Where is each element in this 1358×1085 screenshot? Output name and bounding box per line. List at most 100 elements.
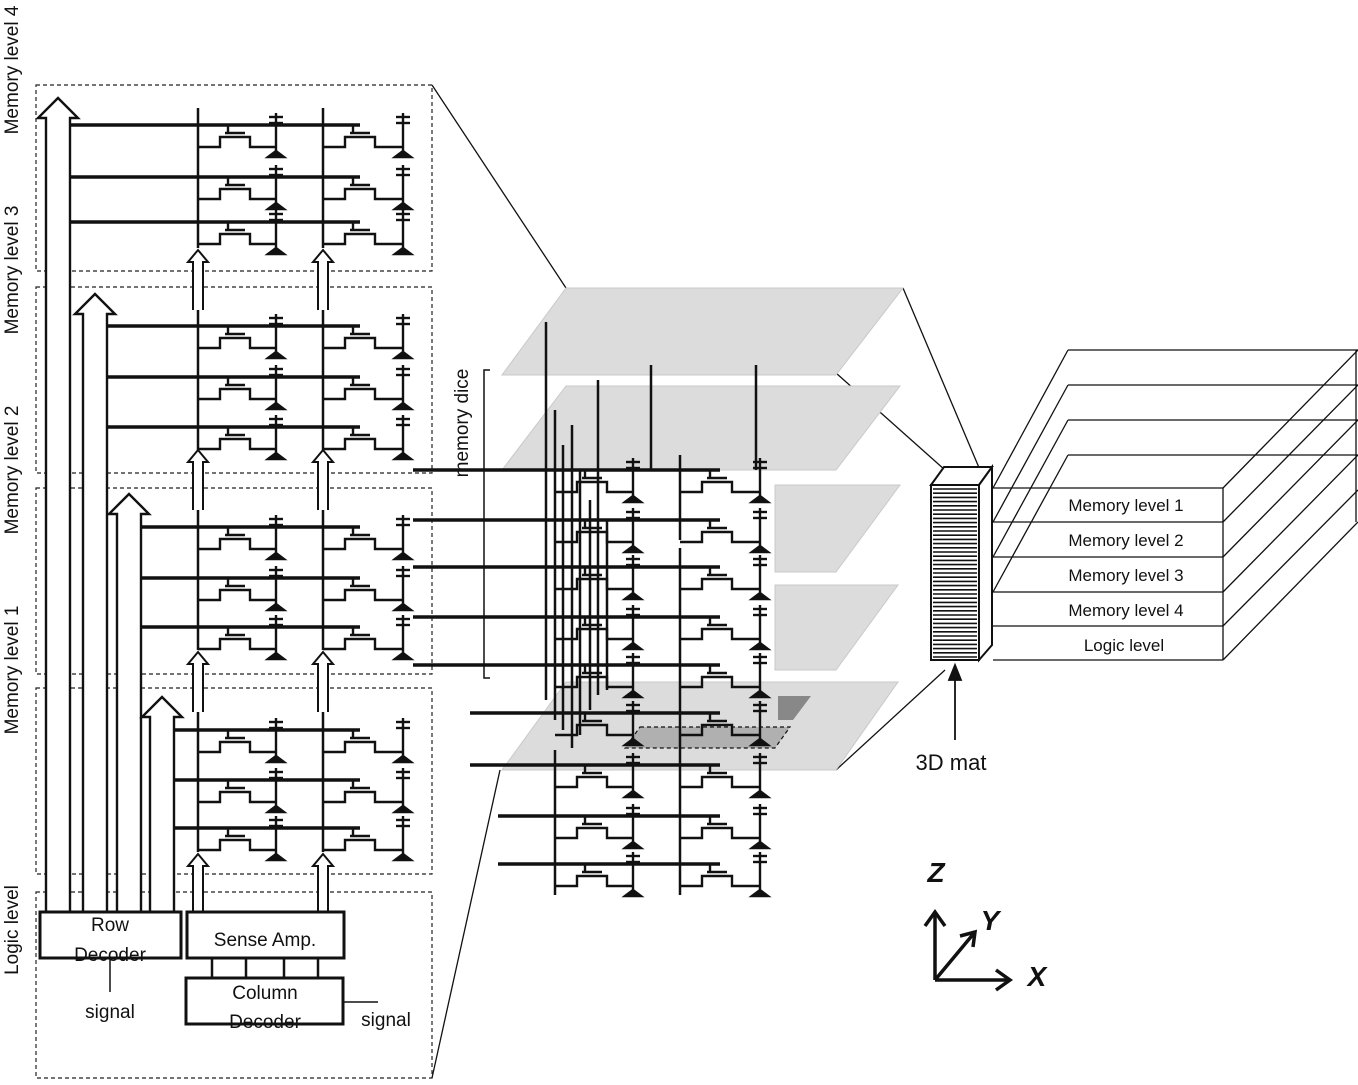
stack-label-memory-level-4: Memory level 4 [1068,601,1183,620]
memory-cell [323,365,415,411]
stack-3d [992,349,1358,661]
die-plane-2 [500,385,902,471]
label-logic-level: Logic level [2,885,23,975]
memory-dice-bracket [483,369,490,679]
memory-cell [680,804,772,850]
memory-cell [323,566,415,612]
level-box-3 [35,286,433,474]
die-plane-1 [501,287,905,376]
memory-cell [680,458,772,504]
logic-blocks: Row Decoder signal Sense Amp. Column Dec… [38,910,411,1033]
word-lines [70,123,360,830]
column-decoder-label-1: Column [232,983,297,1004]
memory-cells-middle [555,458,772,898]
stack-label-memory-level-1: Memory level 1 [1068,496,1183,515]
die-plane-3 [774,484,901,573]
label-memory-level-2: Memory level 2 [2,406,23,535]
3d-mat [929,463,994,663]
level-box-1 [35,687,433,875]
memory-cell [323,165,415,211]
memory-cell [198,415,288,461]
memory-cell [555,653,645,699]
memory-cell [555,804,645,850]
memory-cell [323,615,415,661]
memory-cell [198,113,288,159]
memory-cell [555,458,645,504]
memory-cell [198,768,288,814]
label-memory-level-3: Memory level 3 [2,206,23,335]
memory-cell [323,210,415,256]
y-axis-label: Y [981,905,1002,936]
memory-cell [323,314,415,360]
label-memory-level-1: Memory level 1 [2,606,23,735]
memory-cell [680,555,772,601]
memory-cell [198,615,288,661]
memory-cell [555,753,645,799]
memory-cell [198,165,288,211]
stack-layer-labels: Memory level 1 Memory level 2 Memory lev… [1068,496,1183,655]
row-decoder-label-1: Row [91,915,129,936]
memory-cell [198,816,288,862]
zoom-lines [431,84,981,1079]
memory-cell [198,718,288,764]
memory-cell [198,314,288,360]
bitline-arrows [185,248,336,912]
memory-cell [323,768,415,814]
sense-amp-box [185,910,346,960]
x-axis-label: X [1026,961,1049,992]
3d-mat-label: 3D mat [916,750,987,775]
mat-footprint [623,726,792,749]
memory-cell [323,415,415,461]
dice-dark-regions [623,696,811,749]
memory-cell [555,508,645,554]
z-axis-label: Z [926,857,945,888]
column-decoder-label-2: Decoder [229,1012,301,1033]
mat-pointer [947,662,963,740]
stack-label-memory-level-2: Memory level 2 [1068,531,1183,550]
stack-label-memory-level-3: Memory level 3 [1068,566,1183,585]
memory-cell [323,816,415,862]
memory-cell [680,508,772,554]
memory-cell [680,701,772,747]
logic-level-box [35,891,433,1079]
row-signal-label: signal [85,1002,135,1023]
memory-cell [198,210,288,256]
die-plane-logic [501,681,899,771]
left-level-boxes [35,84,433,1079]
column-decoder-box [184,976,345,1026]
label-memory-level-4: Memory level 4 [2,5,23,134]
memory-cell [680,605,772,651]
die-plane-4 [774,584,899,671]
sense-amp-label: Sense Amp. [214,930,316,951]
row-arrow-4 [139,695,185,912]
axes [923,908,1014,992]
memory-cell [323,718,415,764]
memory-cell [555,852,645,898]
stack-label-logic-level: Logic level [1084,636,1164,655]
left-level-labels: Memory level 4 Memory level 3 Memory lev… [2,5,23,975]
memory-cell [555,701,645,747]
row-arrow-3 [106,492,152,912]
row-decoder-arrows [35,96,185,912]
memory-cell [555,605,645,651]
row-arrow-1 [35,96,81,912]
memory-cell [680,753,772,799]
memory-cell [680,653,772,699]
memory-cell [323,515,415,561]
memory-cell [198,566,288,612]
memory-cell [323,113,415,159]
memory-cell [680,852,772,898]
middle-word-lines [413,468,720,866]
row-arrow-2 [72,292,118,912]
memory-cell [198,515,288,561]
memory-cells-left [198,113,415,862]
memory-cell [555,555,645,601]
row-decoder-box [38,910,183,960]
memory-dice-label: memory dice [452,369,473,478]
column-signal-label: signal [361,1010,411,1031]
row-decoder-label-2: Decoder [74,945,146,966]
bit-lines [196,108,325,852]
memory-cell [198,365,288,411]
y-axis [933,930,977,982]
